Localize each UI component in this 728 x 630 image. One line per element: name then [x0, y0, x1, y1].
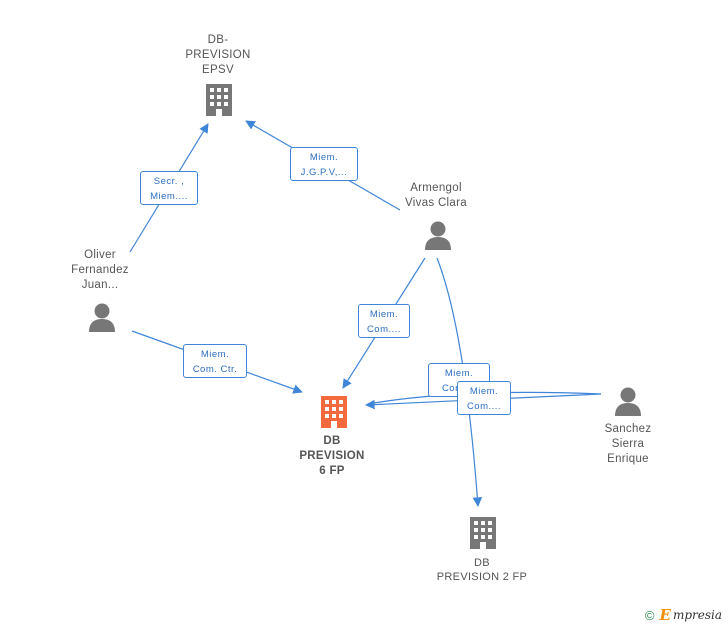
node-label-sanchez[interactable]: Sanchez Sierra Enrique [604, 423, 652, 465]
node-label-db-prevision-epsv[interactable]: DB- PREVISION EPSV [185, 34, 251, 76]
brand-initial: E [659, 606, 671, 624]
edge-label-oliver-6fp[interactable]: Miem. Com. Ctr. [183, 344, 247, 378]
edge-label-oliver-epsv[interactable]: Secr. , Miem.... [140, 171, 198, 205]
person-icon [425, 221, 451, 250]
brand-name: mpresia [672, 608, 722, 622]
edge-line-armengol-2fp [436, 257, 483, 507]
edge-label-armengol-6fp[interactable]: Miem. Com.... [358, 304, 410, 338]
building-icon [470, 517, 496, 549]
building-icon [206, 84, 232, 116]
person-icon [89, 303, 115, 332]
node-label-armengol[interactable]: Armengol Vivas Clara [405, 182, 467, 209]
building-focus-icon [321, 396, 347, 428]
person-icon [615, 387, 641, 416]
copyright-symbol: © [644, 607, 655, 623]
edge-label-sanchez-6fp-b[interactable]: Miem. Com.... [457, 381, 511, 415]
node-label-db-prevision-6fp[interactable]: DB PREVISION 6 FP [299, 435, 365, 477]
node-label-oliver[interactable]: Oliver Fernandez Juan... [71, 249, 129, 291]
edge-label-armengol-epsv[interactable]: Miem. J.G.P.V,... [290, 147, 358, 181]
node-label-db-prevision-2fp[interactable]: DB PREVISION 2 FP [436, 557, 528, 583]
